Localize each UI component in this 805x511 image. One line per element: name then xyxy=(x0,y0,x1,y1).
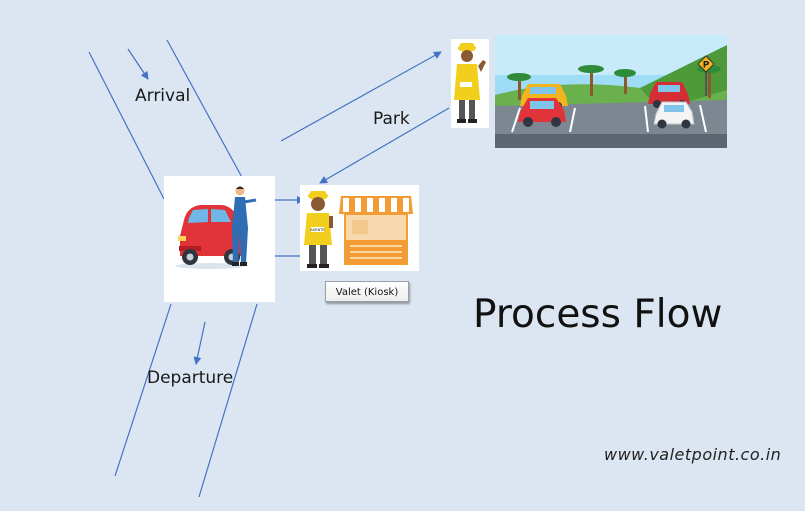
agent-badge: AGENTE xyxy=(310,228,324,232)
road-line-lower-left xyxy=(114,303,172,477)
kiosk-icon xyxy=(339,196,413,265)
road-line-upper-right xyxy=(166,39,245,182)
departure-direction-arrow xyxy=(193,321,206,365)
to-parking-arrow xyxy=(280,51,442,142)
palm-tree-icon xyxy=(578,65,604,96)
parking-sign-letter: P xyxy=(703,61,710,71)
page-title: Process Flow xyxy=(473,292,723,337)
website-url: www.valetpoint.co.in xyxy=(604,445,782,464)
parking-lot-icon: P xyxy=(495,35,727,148)
valet-agent-icon xyxy=(454,43,486,123)
palm-tree-icon xyxy=(507,73,531,100)
valet-kiosk-label: Valet (Kiosk) xyxy=(325,281,409,302)
parked-car-white xyxy=(653,101,695,129)
driver-icon xyxy=(232,186,257,266)
arrival-label: Arrival xyxy=(135,86,191,106)
park-label: Park xyxy=(373,109,410,129)
from-parking-arrow xyxy=(319,107,450,184)
car-driver-card xyxy=(164,176,275,302)
road-line-upper-left xyxy=(88,51,165,200)
kiosk-card: AGENTE xyxy=(300,185,419,271)
flow-arrows xyxy=(127,48,450,365)
parked-car-red xyxy=(648,82,690,108)
road-line-lower-right xyxy=(198,303,258,498)
departure-label: Departure xyxy=(147,368,234,388)
valet-agent-icon: AGENTE xyxy=(304,191,333,268)
palm-tree-icon xyxy=(614,69,636,94)
road-lines xyxy=(88,39,258,498)
arrival-direction-arrow xyxy=(127,48,149,80)
parking-agent-card xyxy=(451,39,489,128)
parked-car-red xyxy=(518,98,566,127)
parking-sign-icon: P xyxy=(697,55,715,96)
